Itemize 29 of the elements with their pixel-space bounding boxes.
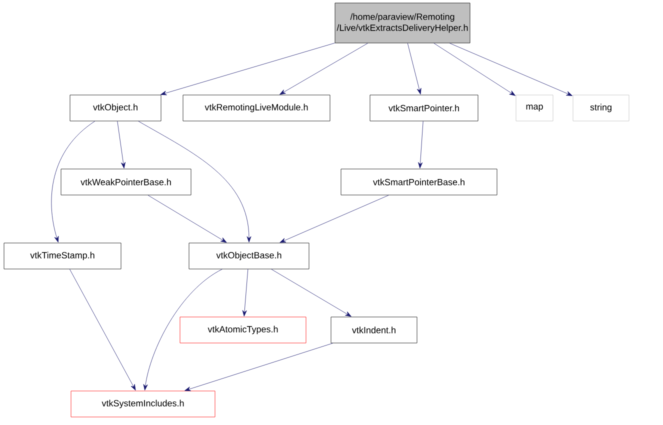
file-box: map xyxy=(516,94,554,122)
arrow xyxy=(148,195,227,243)
file-box: vtkAtomicTypes.h xyxy=(180,316,306,344)
file-box: vtkSmartPointer.h xyxy=(370,94,478,122)
file-box: /home/paraview/Remoting /Live/vtkExtractsDeliveryHelper.h xyxy=(334,2,470,44)
arrow xyxy=(271,269,352,317)
arrow xyxy=(184,343,334,392)
arrow xyxy=(449,43,572,96)
file-box: vtkTimeStamp.h xyxy=(4,242,122,270)
arrow xyxy=(407,43,422,94)
file-box: vtkIndent.h xyxy=(330,316,418,344)
arrow xyxy=(434,43,516,96)
arrow xyxy=(418,121,424,168)
file-box: vtkSystemIncludes.h xyxy=(70,390,216,418)
file-box: string xyxy=(572,94,630,122)
arrow xyxy=(280,43,368,95)
file-box: vtkObjectBase.h xyxy=(188,242,310,270)
arrow xyxy=(70,269,136,390)
file-box: vtkWeakPointerBase.h xyxy=(60,168,192,196)
arrow xyxy=(242,269,248,316)
arrow xyxy=(280,195,389,243)
file-box: vtkSmartPointerBase.h xyxy=(340,168,498,196)
arrow xyxy=(117,121,126,168)
arrow xyxy=(160,42,335,96)
file-box: vtkObject.h xyxy=(70,94,162,122)
arrow xyxy=(143,269,222,390)
arrow xyxy=(138,121,252,242)
arrow xyxy=(51,121,96,242)
file-box: vtkRemotingLiveModule.h xyxy=(182,94,330,122)
